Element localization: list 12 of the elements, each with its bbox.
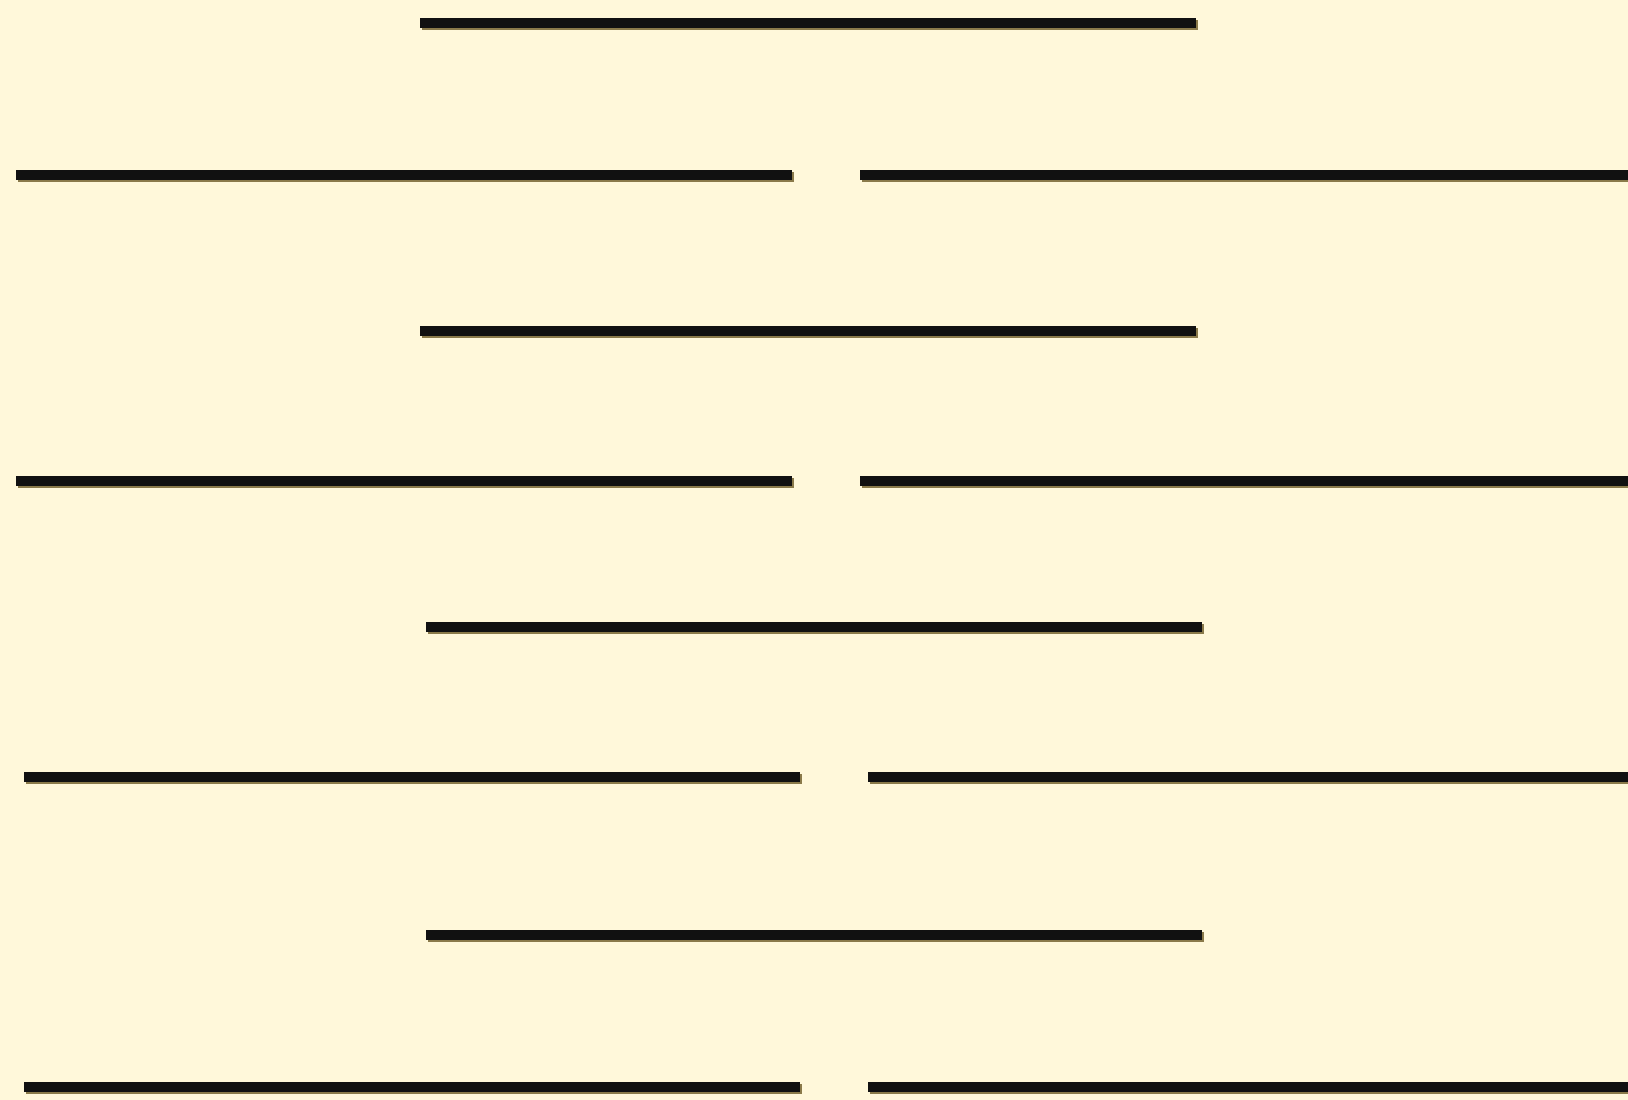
line-bar (426, 622, 1202, 632)
line-bar (860, 170, 1628, 180)
line-bar (426, 930, 1202, 940)
line-bar (420, 326, 1196, 336)
line-bar (16, 170, 792, 180)
line-bar (868, 1082, 1628, 1092)
line-bar (420, 18, 1196, 28)
line-bar (860, 476, 1628, 486)
line-bar (24, 1082, 800, 1092)
line-bar (868, 772, 1628, 782)
line-bar (16, 476, 792, 486)
line-bar (24, 772, 800, 782)
